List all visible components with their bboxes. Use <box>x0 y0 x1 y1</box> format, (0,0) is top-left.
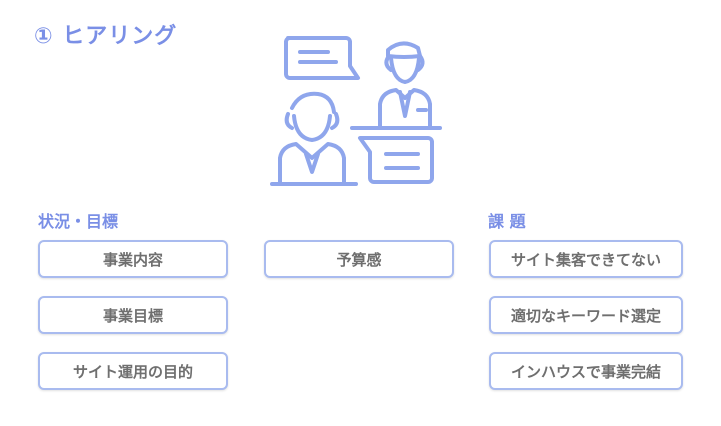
section-label-issues: 課 題 <box>488 208 526 232</box>
speech-bubble-icon <box>286 38 358 78</box>
box-issue-inhouse: インハウスで事業完結 <box>489 352 683 390</box>
section-label-status-goals: 状況・目標 <box>38 208 118 232</box>
box-business-content: 事業内容 <box>38 240 228 278</box>
box-business-goal: 事業目標 <box>38 296 228 334</box>
businessman-icon <box>380 43 430 126</box>
businesswoman-icon <box>272 94 356 184</box>
speech-bubble-icon <box>360 138 432 182</box>
box-issue-keywords: 適切なキーワード選定 <box>489 296 683 334</box>
hearing-illustration <box>270 28 450 190</box>
box-site-purpose: サイト運用の目的 <box>38 352 228 390</box>
page-title: ① ヒアリング <box>34 18 177 50</box>
box-budget: 予算感 <box>264 240 454 278</box>
box-issue-traffic: サイト集客できてない <box>489 240 683 278</box>
